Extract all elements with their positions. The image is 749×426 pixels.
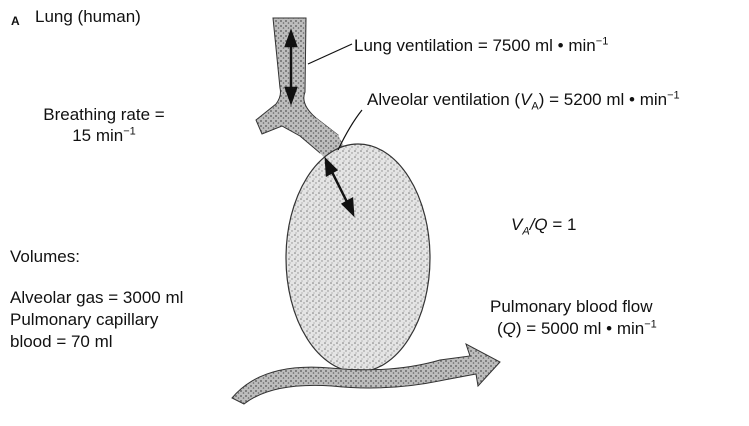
diagram-title: Lung (human)	[35, 6, 141, 27]
leader-lung-ventilation	[308, 44, 352, 64]
volumes-capillary: Pulmonary capillary	[10, 309, 158, 330]
alveolar-ventilation-label: Alveolar ventilation (VA) = 5200 ml • mi…	[367, 89, 680, 110]
volumes-alveolar-gas: Alveolar gas = 3000 ml	[10, 287, 183, 308]
panel-letter: A	[11, 11, 20, 32]
ventilation-perfusion-ratio: VA/Q = 1	[511, 214, 577, 235]
breathing-rate: Breathing rate = 15 min−1	[24, 104, 184, 146]
volumes-heading: Volumes:	[10, 246, 80, 267]
lung-ventilation-label: Lung ventilation = 7500 ml • min−1	[354, 35, 608, 56]
blood-flow-title: Pulmonary blood flow	[490, 296, 653, 317]
volumes-capillary-blood: blood = 70 ml	[10, 331, 113, 352]
alveolus	[286, 144, 430, 372]
blood-flow-value: (Q) = 5000 ml • min−1	[497, 318, 657, 339]
